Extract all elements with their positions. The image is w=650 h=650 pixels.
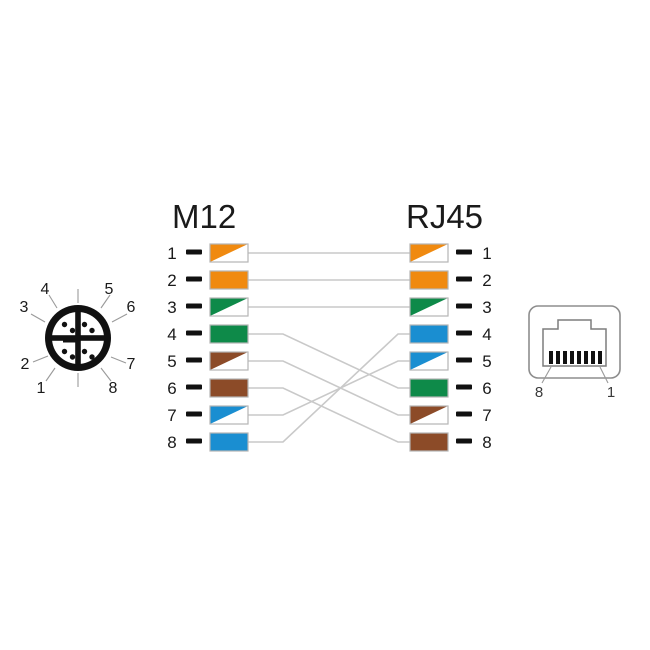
m12-dash-5: [186, 357, 202, 363]
rj45-pin-row-7: 7: [409, 405, 492, 425]
rj45-swatch-7: [409, 405, 449, 425]
rj45-pin-row-3: 3: [409, 297, 492, 317]
rj45-pin-list: 1 2 3: [409, 243, 492, 452]
m12-swatch-1: [209, 243, 249, 263]
rj45-pin-row-1: 1: [409, 243, 492, 263]
m12-face-label-7: 7: [127, 356, 136, 373]
m12-swatch-6: [209, 378, 249, 398]
m12-pin-label-5: 5: [167, 352, 176, 371]
rj45-dash-5: [456, 357, 472, 363]
rj45-leader-left: [541, 366, 552, 384]
m12-face-label-6: 6: [127, 299, 136, 316]
m12-pin-label-7: 7: [167, 406, 176, 425]
m12-swatch-3: [209, 297, 249, 317]
m12-swatch-4: [209, 324, 249, 344]
rj45-pin-row-8: 8: [409, 432, 492, 452]
rj45-jack-label-1: 1: [607, 384, 615, 401]
m12-face-label-1: 1: [37, 380, 46, 397]
left-panel-title: M12: [172, 198, 236, 235]
rj45-dash-7: [456, 411, 472, 417]
rj45-leader-right: [599, 366, 609, 384]
m12-pin-label-6: 6: [167, 379, 176, 398]
m12-pin-label-2: 2: [167, 271, 176, 290]
rj45-dash-4: [456, 330, 472, 336]
m12-pin-list: 1 2 3: [167, 243, 249, 452]
m12-dash-1: [186, 249, 202, 255]
rj45-pin-label-6: 6: [482, 379, 491, 398]
rj45-jack-housing: [528, 305, 621, 379]
rj45-contact-pins: [549, 351, 602, 364]
m12-divider-horizontal: [52, 335, 104, 341]
m12-pin-label-4: 4: [167, 325, 176, 344]
m12-face-label-2: 2: [21, 356, 30, 373]
m12-pin-row-5: 5: [167, 351, 249, 371]
m12-dash-7: [186, 411, 202, 417]
m12-pin-label-3: 3: [167, 298, 176, 317]
rj45-pin-row-5: 5: [409, 351, 492, 371]
rj45-jack-opening: [542, 319, 607, 367]
m12-swatch-5: [209, 351, 249, 371]
rj45-swatch-2: [409, 270, 449, 290]
m12-leader-lines: [30, 289, 128, 387]
rj45-pin-label-4: 4: [482, 325, 491, 344]
m12-face-label-8: 8: [109, 380, 118, 397]
rj45-swatch-6: [409, 378, 449, 398]
rj45-pin-row-2: 2: [409, 270, 492, 290]
rj45-dash-8: [456, 438, 472, 444]
rj45-pin-row-4: 4: [409, 324, 492, 344]
m12-pin-row-3: 3: [167, 297, 249, 317]
rj45-pin-label-2: 2: [482, 271, 491, 290]
rj45-jack-illustration: 8 1: [528, 305, 621, 401]
m12-keying-tab: [63, 338, 77, 343]
m12-pin-label-1: 1: [167, 244, 176, 263]
rj45-swatch-1: [409, 243, 449, 263]
m12-face-label-5: 5: [105, 281, 114, 298]
m12-pin-row-7: 7: [167, 405, 249, 425]
m12-pin-row-2: 2: [167, 270, 249, 290]
right-panel-title: RJ45: [406, 198, 483, 235]
m12-pin-row-6: 6: [167, 378, 249, 398]
m12-swatch-8: [209, 432, 249, 452]
m12-face-label-4: 4: [41, 281, 50, 298]
rj45-dash-6: [456, 384, 472, 390]
m12-dash-8: [186, 438, 202, 444]
rj45-dash-3: [456, 303, 472, 309]
m12-dash-2: [186, 276, 202, 282]
rj45-dash-1: [456, 249, 472, 255]
m12-swatch-2: [209, 270, 249, 290]
m12-pin-contacts: [61, 321, 95, 360]
rj45-pin-label-3: 3: [482, 298, 491, 317]
rj45-jack-label-8: 8: [535, 384, 543, 401]
m12-pin-row-8: 8: [167, 432, 249, 452]
m12-pin-label-8: 8: [167, 433, 176, 452]
m12-dash-6: [186, 384, 202, 390]
rj45-swatch-3: [409, 297, 449, 317]
m12-pin-row-4: 4: [167, 324, 249, 344]
rj45-pin-row-6: 6: [409, 378, 492, 398]
rj45-swatch-4: [409, 324, 449, 344]
rj45-swatch-5: [409, 351, 449, 371]
m12-pin-row-1: 1: [167, 243, 249, 263]
rj45-pin-label-1: 1: [482, 244, 491, 263]
m12-dash-4: [186, 330, 202, 336]
m12-face-label-3: 3: [20, 299, 29, 316]
rj45-dash-2: [456, 276, 472, 282]
rj45-swatch-8: [409, 432, 449, 452]
m12-connector-illustration: 1 2 3 4 5 6 7 8: [20, 281, 136, 397]
m12-dash-3: [186, 303, 202, 309]
rj45-pin-label-5: 5: [482, 352, 491, 371]
rj45-pin-label-7: 7: [482, 406, 491, 425]
rj45-pin-label-8: 8: [482, 433, 491, 452]
m12-swatch-7: [209, 405, 249, 425]
